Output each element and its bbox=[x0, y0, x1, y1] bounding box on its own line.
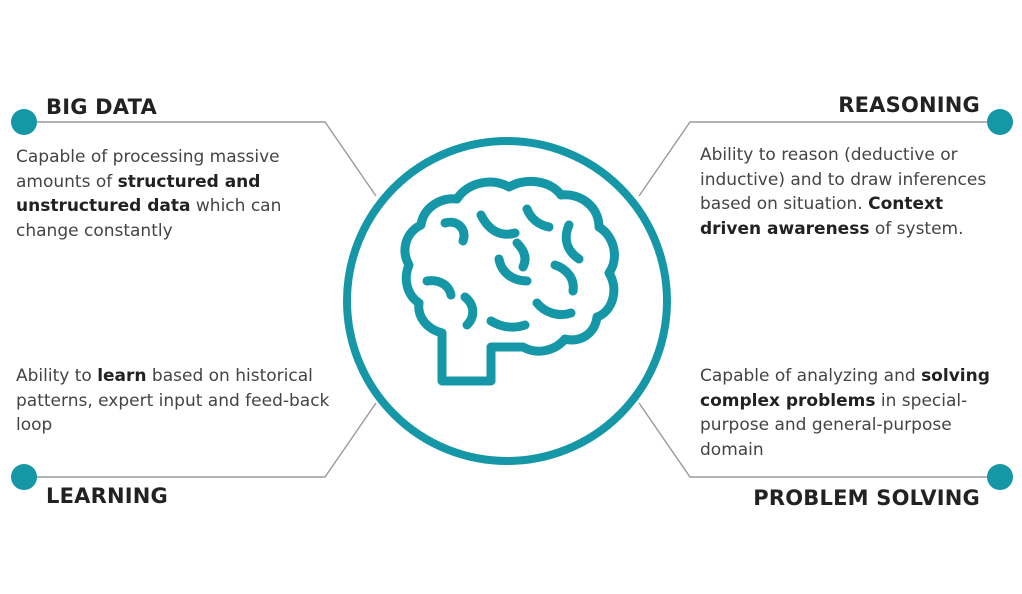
node-dot-problem-solving bbox=[987, 464, 1013, 490]
connector-big-data bbox=[24, 121, 377, 197]
node-dot-reasoning bbox=[987, 109, 1013, 135]
reasoning-title: REASONING bbox=[838, 93, 980, 117]
center-circle bbox=[341, 135, 673, 467]
emphasis-text: learn bbox=[97, 366, 147, 386]
problem-solving-title: PROBLEM SOLVING bbox=[753, 486, 980, 510]
problem-solving-description: Capable of analyzing and solving complex… bbox=[700, 366, 990, 460]
connector-learning bbox=[24, 402, 377, 478]
connector-reasoning bbox=[638, 121, 1000, 197]
connector-problem-solving bbox=[638, 402, 1000, 478]
emphasis-text: Context driven awareness bbox=[700, 194, 944, 239]
node-dot-big-data bbox=[11, 109, 37, 135]
big-data-title: BIG DATA bbox=[46, 95, 157, 119]
learning-title: LEARNING bbox=[46, 484, 168, 508]
brain-icon bbox=[343, 137, 671, 465]
big-data-description: Capable of processing massive amounts of… bbox=[16, 147, 282, 241]
reasoning-description: Ability to reason (deductive or inductiv… bbox=[700, 145, 987, 239]
learning-description: Ability to learn based on historical pat… bbox=[16, 366, 330, 435]
node-dot-learning bbox=[11, 464, 37, 490]
emphasis-text: structured and unstructured data bbox=[16, 171, 261, 217]
emphasis-text: solving complex problems bbox=[700, 366, 990, 411]
